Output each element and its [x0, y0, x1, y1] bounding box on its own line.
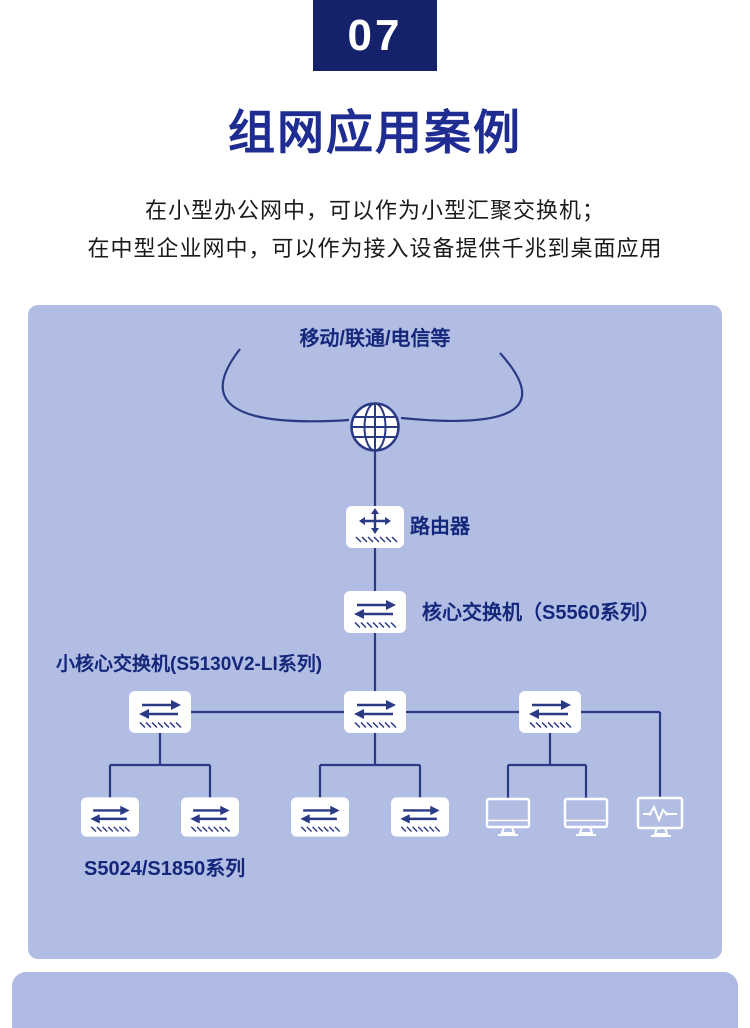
description-line-2: 在中型企业网中，可以作为接入设备提供千兆到桌面应用	[87, 236, 663, 261]
section-number: 07	[347, 10, 403, 60]
core-switch-label: 核心交换机（S5560系列）	[422, 602, 660, 624]
core-switch-icon	[344, 591, 406, 633]
section-number-badge: 07	[313, 0, 437, 71]
access-switch-icon-1	[81, 797, 139, 837]
isp-label: 移动/联通/电信等	[299, 328, 451, 350]
access-switch-label: S5024/S1850系列	[84, 858, 246, 880]
section-title: 组网应用案例	[228, 106, 522, 159]
network-diagram-panel: 移动/联通/电信等 路由器 核心交换机（S5560系列） 小核心交换机(S513…	[28, 305, 722, 959]
aggregation-switch-icon-left	[129, 691, 191, 733]
next-section-strip	[12, 972, 738, 1028]
globe-icon	[349, 401, 401, 453]
router-icon	[346, 506, 404, 548]
aggregation-switch-label: 小核心交换机(S5130V2-LI系列)	[56, 654, 323, 675]
access-switch-icon-3	[291, 797, 349, 837]
description-line-1: 在小型办公网中，可以作为小型汇聚交换机；	[144, 198, 605, 223]
pc-monitor-icon-2	[563, 796, 609, 838]
aggregation-switch-icon-center	[344, 691, 406, 733]
aggregation-switch-icon-right	[519, 691, 581, 733]
router-label: 路由器	[410, 516, 470, 538]
waveform-monitor-icon	[636, 795, 684, 839]
access-switch-icon-2	[181, 797, 239, 837]
pc-monitor-icon-1	[485, 796, 531, 838]
access-switch-icon-4	[391, 797, 449, 837]
